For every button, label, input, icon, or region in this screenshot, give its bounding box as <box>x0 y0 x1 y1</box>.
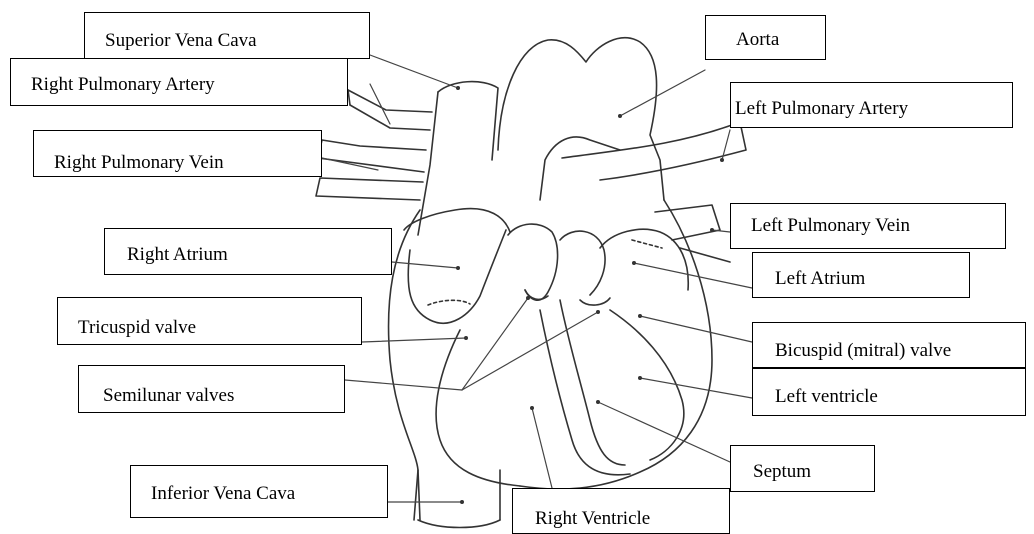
label-right-atrium: Right Atrium <box>104 228 392 275</box>
label-left-ventricle: Left ventricle <box>752 368 1026 416</box>
tricuspid-valve-dashed <box>428 300 470 305</box>
leader-right-pulmonary-vein <box>322 158 378 170</box>
left-pulmonary-artery-vessel <box>562 122 746 180</box>
label-left-pulmonary-vein: Left Pulmonary Vein <box>730 203 1006 249</box>
leader-superior-vena-cava <box>370 55 458 88</box>
inferior-vena-cava-base <box>418 520 500 528</box>
leader-bicuspid-valve <box>640 316 752 342</box>
label-left-atrium: Left Atrium <box>752 252 970 298</box>
right-pulmonary-vein-upper <box>318 140 426 172</box>
leader-tricuspid-valve <box>362 338 466 342</box>
aorta-arch-inner <box>540 137 620 200</box>
label-septum: Septum <box>730 445 875 492</box>
inferior-vena-cava-vessel <box>418 470 500 520</box>
right-pulmonary-artery-tip <box>348 90 350 105</box>
label-semilunar-valves: Semilunar valves <box>78 365 345 413</box>
left-pulmonary-vein-vessel <box>655 205 730 262</box>
heart-outline-right <box>520 200 712 489</box>
label-superior-vena-cava: Superior Vena Cava <box>84 12 370 59</box>
left-ventricle-inner-wall <box>610 310 684 460</box>
leader-right-atrium <box>392 262 458 268</box>
label-tricuspid-valve: Tricuspid valve <box>57 297 362 345</box>
leader-right-ventricle <box>532 408 552 488</box>
label-left-pulmonary-artery: Left Pulmonary Artery <box>730 82 1013 128</box>
label-right-ventricle: Right Ventricle <box>512 488 730 534</box>
valve-cusps <box>525 290 610 305</box>
leader-semilunar-valve-c <box>462 312 598 390</box>
leader-left-atrium <box>634 263 752 288</box>
leader-semilunar-valve-a <box>345 380 462 390</box>
leader-aorta <box>620 70 705 116</box>
superior-vena-cava-vessel <box>438 82 498 160</box>
label-aorta: Aorta <box>705 15 826 60</box>
septum-wall <box>560 300 625 465</box>
heart-outline-left <box>389 210 420 520</box>
leader-left-ventricle <box>640 378 752 398</box>
label-right-pulmonary-artery: Right Pulmonary Artery <box>10 58 348 106</box>
label-right-pulmonary-vein: Right Pulmonary Vein <box>33 130 322 177</box>
semilunar-lobe-2 <box>560 231 605 295</box>
left-atrium-chamber <box>600 229 688 290</box>
label-bicuspid-valve: Bicuspid (mitral) valve <box>752 322 1026 368</box>
right-pulmonary-vein-lower <box>316 178 423 200</box>
left-atrium-dashed <box>632 240 662 248</box>
right-atrium-chamber <box>408 230 506 323</box>
right-ventricle-inner-wall <box>436 330 520 486</box>
leader-semilunar-valve-b <box>462 298 528 390</box>
label-inferior-vena-cava: Inferior Vena Cava <box>130 465 388 518</box>
septum-wall-inner <box>540 310 630 475</box>
semilunar-lobe-1 <box>508 224 558 300</box>
aorta-arch-outer <box>498 38 664 200</box>
